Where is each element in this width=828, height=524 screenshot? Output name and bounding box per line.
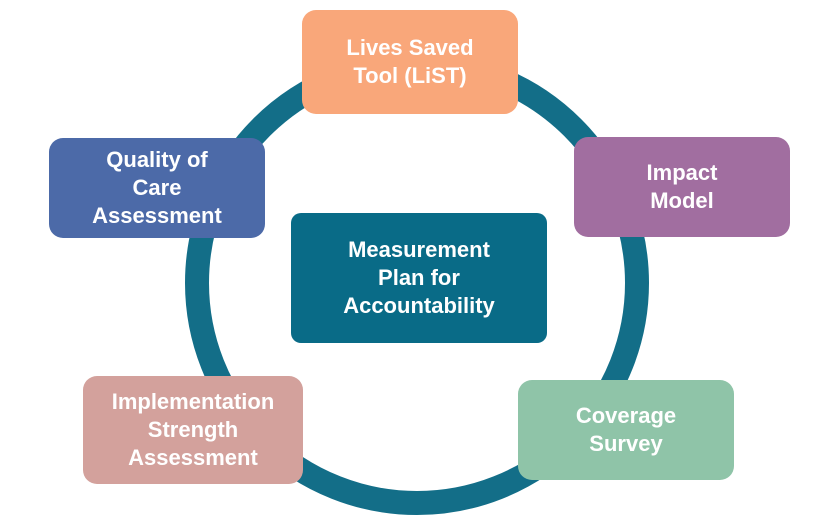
- node-quality-of-care-assessment: Quality of Care Assessment: [49, 138, 265, 238]
- node-implementation-strength-assessment-label: Implementation Strength Assessment: [111, 389, 275, 470]
- node-coverage-survey-label: Coverage Survey: [575, 403, 677, 456]
- node-impact-model-label: Impact Model: [646, 160, 718, 213]
- center-measurement-plan-label: Measurement Plan for Accountability: [343, 237, 495, 318]
- node-quality-of-care-assessment-label: Quality of Care Assessment: [92, 147, 222, 228]
- node-impact-model: Impact Model: [574, 137, 790, 237]
- node-coverage-survey: Coverage Survey: [518, 380, 734, 480]
- node-implementation-strength-assessment: Implementation Strength Assessment: [83, 376, 303, 484]
- center-measurement-plan: Measurement Plan for Accountability: [291, 213, 547, 343]
- node-lives-saved-tool-label: Lives Saved Tool (LiST): [346, 35, 474, 88]
- node-lives-saved-tool: Lives Saved Tool (LiST): [302, 10, 518, 114]
